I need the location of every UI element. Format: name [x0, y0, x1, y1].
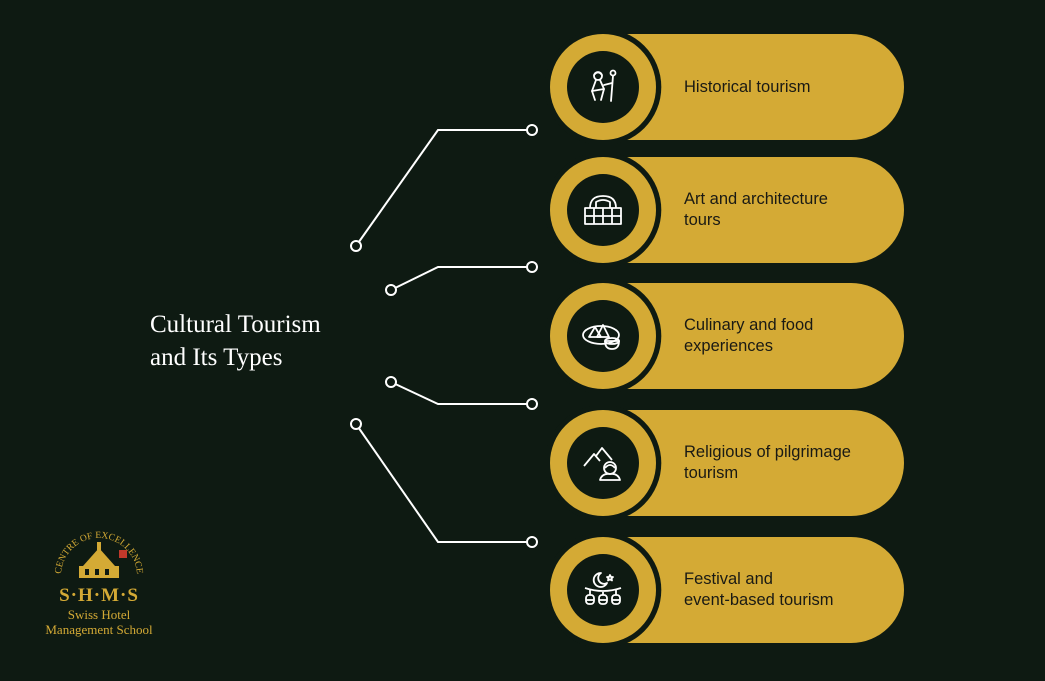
type-item-art-architecture: Art and architecture tours — [544, 151, 904, 269]
item-label: Culinary and food experiences — [684, 316, 814, 355]
historical-figure-icon — [567, 51, 639, 123]
pilgrimage-icon — [567, 427, 639, 499]
type-item-religious: Religious of pilgrimage tourism — [544, 404, 904, 522]
logo-wordmark: S·H·M·S — [59, 585, 139, 606]
item-label: Art and architecture tours — [684, 190, 828, 229]
connector-4 — [355, 423, 532, 543]
connector-node — [385, 376, 397, 388]
festival-lanterns-icon — [567, 554, 639, 626]
connector-node — [350, 240, 362, 252]
connector-2 — [390, 266, 532, 291]
logo-emblem: CENTRE OF EXCELLENCE — [54, 531, 144, 578]
type-item-festival: Festival and event-based tourism — [544, 531, 904, 649]
logo-line1: Swiss Hotel — [67, 607, 131, 622]
connector-node — [385, 284, 397, 296]
connector-node — [350, 418, 362, 430]
type-item-historical: Historical tourism — [544, 28, 904, 146]
diagram-title: Cultural Tourism and Its Types — [150, 311, 321, 371]
food-dish-icon — [567, 300, 639, 372]
connector-node — [526, 536, 538, 548]
connector-node — [526, 398, 538, 410]
connector-node — [526, 261, 538, 273]
colosseum-icon — [567, 174, 639, 246]
item-label: Religious of pilgrimage tourism — [684, 443, 851, 482]
connector-1 — [355, 129, 532, 247]
item-label: Festival and event-based tourism — [684, 570, 834, 609]
logo-line2: Management School — [45, 622, 153, 637]
type-item-culinary: Culinary and food experiences — [544, 277, 904, 395]
connector-node — [526, 124, 538, 136]
connector-3 — [390, 381, 532, 405]
shms-logo: CENTRE OF EXCELLENCE S·H·M·S Swiss Hotel… — [38, 530, 160, 637]
item-label: Historical tourism — [684, 77, 811, 96]
